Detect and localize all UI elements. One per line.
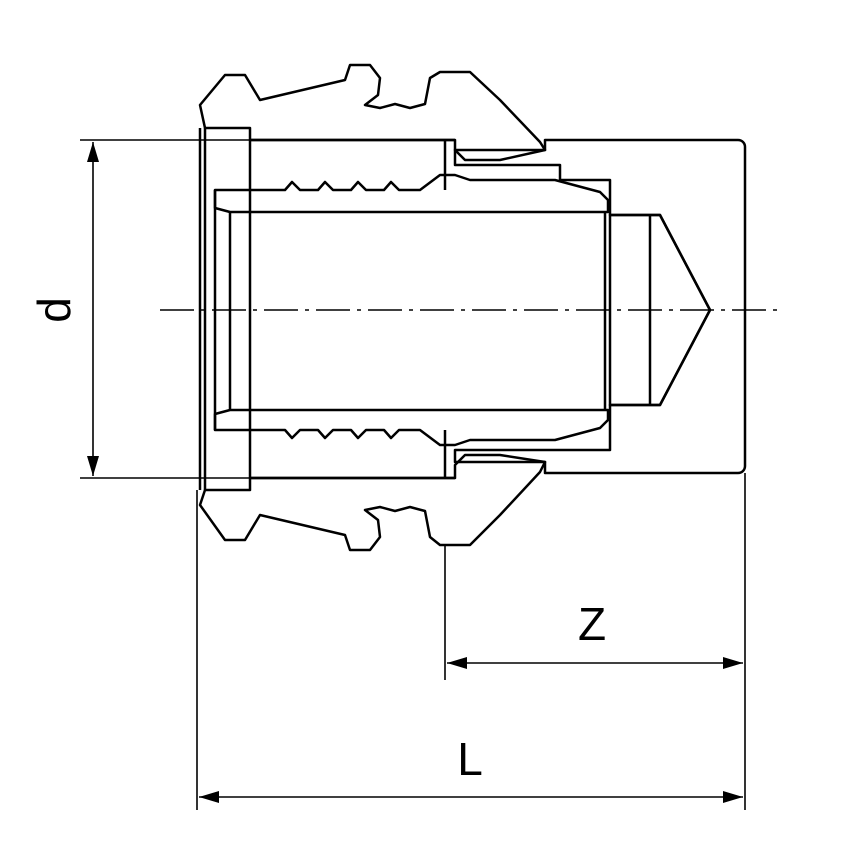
- dimension-d: d: [28, 139, 455, 479]
- lower-pipe-wall: [213, 408, 610, 447]
- upper-clamp-ring: [198, 63, 547, 162]
- d-label: d: [28, 297, 80, 323]
- lower-clamp-ring: [198, 453, 547, 552]
- l-label: L: [457, 733, 483, 785]
- dimension-z: Z: [444, 473, 746, 680]
- sleeve-outline: [198, 128, 607, 490]
- upper-pipe-wall: [213, 173, 610, 214]
- dimension-l: L: [196, 490, 746, 810]
- body-section: [453, 138, 747, 475]
- z-label: Z: [578, 598, 606, 650]
